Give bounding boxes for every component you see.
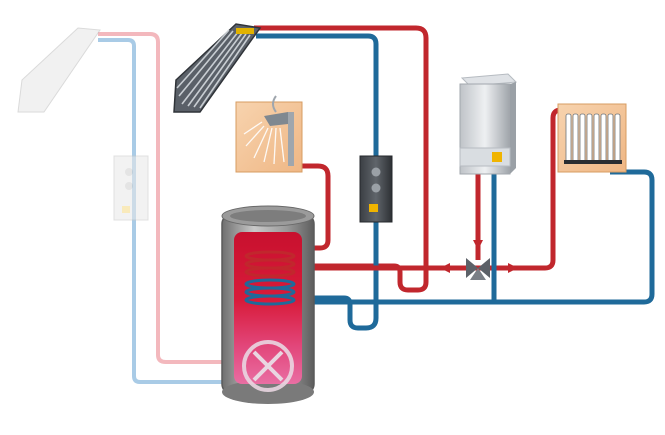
shower-hot-pipe xyxy=(300,163,331,251)
radiator-panel xyxy=(557,103,627,173)
control-unit-inactive xyxy=(113,155,149,221)
shower-panel xyxy=(235,95,303,173)
storage-tank xyxy=(221,205,315,404)
cold-coil xyxy=(244,278,296,306)
solar-collector-active xyxy=(173,23,262,113)
flow-arrow-left xyxy=(440,263,450,273)
heating-return-pipe xyxy=(300,169,655,305)
faded-hot-pipe xyxy=(98,32,246,364)
heating-supply-pipe xyxy=(300,107,574,271)
control-unit-active xyxy=(359,155,393,223)
solar-collector-inactive xyxy=(17,27,101,113)
boiler xyxy=(459,73,518,175)
three-way-valve xyxy=(466,258,490,280)
heater-element xyxy=(242,340,294,392)
hot-coil xyxy=(244,250,296,278)
inactive-collector-circuit xyxy=(17,27,246,384)
flow-arrow-down xyxy=(473,240,483,250)
flow-arrow-right xyxy=(508,263,518,273)
